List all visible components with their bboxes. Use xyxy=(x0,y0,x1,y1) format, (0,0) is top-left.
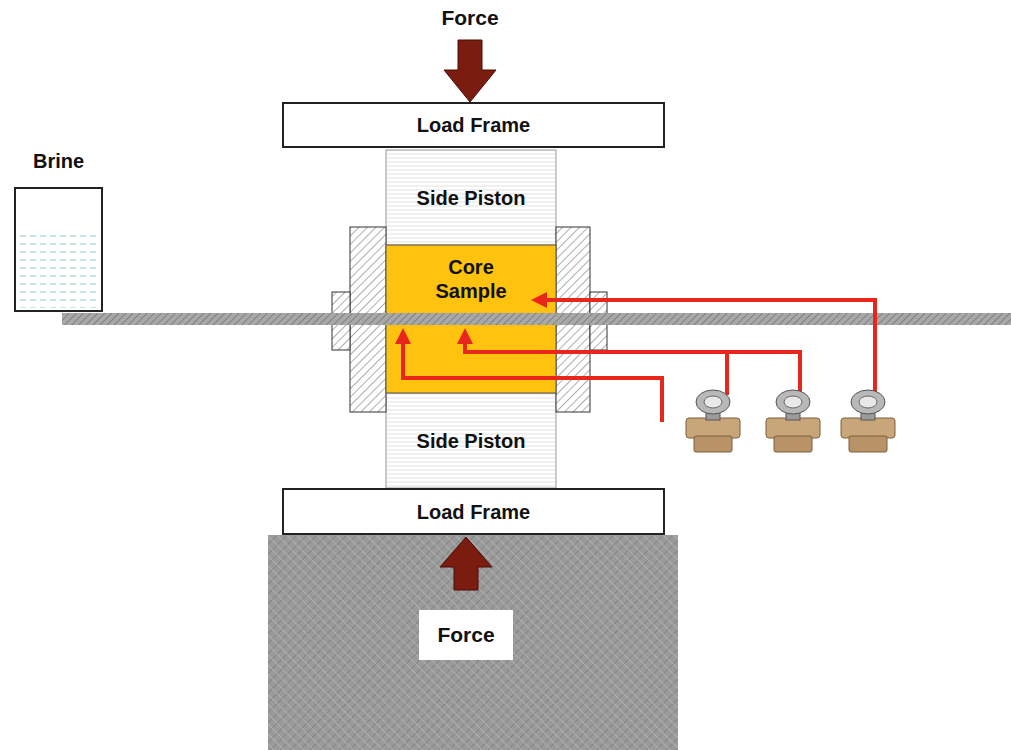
pipe xyxy=(62,313,103,325)
piston-body xyxy=(386,150,556,245)
pressure-transducer xyxy=(686,390,895,452)
transducer-part xyxy=(686,418,740,438)
node-label: Brine xyxy=(16,149,101,173)
brine-tank: Brine xyxy=(14,187,103,312)
node-label: Load Frame xyxy=(417,500,530,524)
transducer-part xyxy=(851,390,885,414)
force-label: Force xyxy=(419,610,513,660)
side-piston: Side Piston xyxy=(386,150,556,245)
transducer-part xyxy=(784,396,802,408)
base-block xyxy=(268,535,678,750)
core-sample: Core Sample xyxy=(386,245,556,393)
tank-fill xyxy=(14,187,103,312)
transducer-part xyxy=(696,390,730,414)
pressure-line xyxy=(403,300,875,422)
transducer-part xyxy=(859,396,877,408)
node-label: Load Frame xyxy=(417,113,530,137)
transducer-part xyxy=(841,418,895,438)
load-frame: Load Frame xyxy=(282,102,665,148)
node-label: Side Piston xyxy=(416,429,526,453)
side-piston: Side Piston xyxy=(386,393,556,488)
transducer-part xyxy=(694,436,732,452)
pipe xyxy=(386,313,1011,325)
transducer-part xyxy=(766,418,820,438)
transducer-part xyxy=(774,436,812,452)
connector-layer xyxy=(103,319,386,320)
transducer-part xyxy=(776,390,810,414)
transducer-part xyxy=(704,396,722,408)
load-frame: Load Frame xyxy=(282,488,665,535)
transducer-part xyxy=(849,436,887,452)
force-label: Force xyxy=(441,6,498,30)
brine-water xyxy=(18,232,99,308)
piston-body xyxy=(386,393,556,488)
node-label: Side Piston xyxy=(416,186,526,210)
node-label: Core Sample xyxy=(411,255,531,303)
